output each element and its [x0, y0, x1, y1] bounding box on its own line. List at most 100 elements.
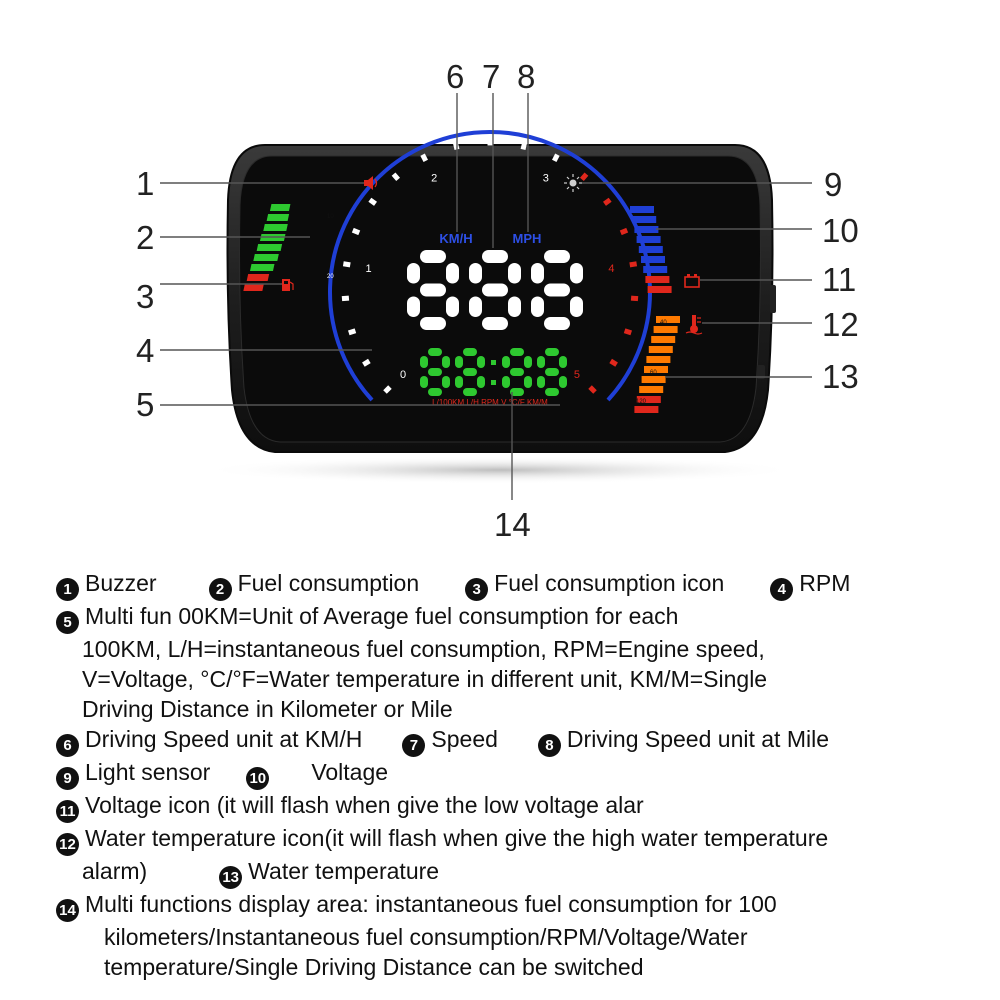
voltage-bar-segment [641, 256, 665, 263]
rpm-tick-label: 2 [431, 172, 437, 184]
callout-11: 11 [822, 261, 856, 298]
temp-bar-segment [646, 356, 671, 363]
digit-segment [420, 317, 446, 330]
rpm-tick [351, 227, 361, 236]
rpm-tick [420, 153, 428, 163]
colon-dot [491, 380, 496, 385]
rpm-tick [368, 197, 377, 206]
digit-segment [510, 388, 524, 396]
voltage-bar-segment [630, 206, 654, 213]
legend-fuel-consumption: Fuel consumption [237, 570, 420, 596]
voltage-bar-segment [638, 246, 663, 253]
temp-bar-segment [644, 366, 668, 373]
fuel-bar-segment [256, 244, 283, 251]
digit-segment [455, 376, 463, 388]
digit-segment [531, 296, 544, 317]
voltage-bar-graph [630, 206, 672, 293]
device-shadow [200, 456, 800, 484]
digit-segment [482, 283, 508, 297]
side-button [770, 285, 776, 313]
digit-segment [428, 348, 442, 356]
temp-bar-label: 40 [660, 320, 667, 326]
digit-segment [524, 376, 532, 388]
voltage-bar-segment [643, 266, 668, 273]
callout-1: 1 [136, 165, 154, 202]
temp-bar-segment [653, 326, 678, 333]
temp-bar-segment [651, 336, 676, 343]
callout-14: 14 [494, 506, 531, 543]
digit-segment [482, 317, 508, 330]
legend-row-3: 100KM, L/H=instantaneous fuel consumptio… [82, 636, 765, 662]
rpm-tick [629, 261, 638, 268]
legend-kmh: Driving Speed unit at KM/H [85, 726, 363, 752]
rpm-tick [391, 172, 401, 182]
digit-segment [428, 388, 442, 396]
temp-bar-label: 120 [636, 399, 647, 405]
water-temperature-icon [685, 315, 703, 335]
digit-segment [407, 263, 420, 284]
callout-4: 4 [136, 332, 154, 369]
bullet-10: 10 [246, 767, 270, 790]
rpm-tick-label: 3 [543, 172, 549, 184]
digit-segment [428, 368, 442, 376]
temp-bar-segment [639, 386, 664, 393]
digit-segment [469, 263, 482, 284]
callout-9: 9 [824, 166, 842, 203]
callout-10: 10 [822, 212, 859, 249]
fuel-bar-segment [243, 284, 264, 291]
digit-segment [537, 376, 545, 388]
digit-segment [455, 356, 463, 368]
legend-buzzer: Buzzer [85, 570, 157, 596]
callout-12: 12 [822, 306, 859, 343]
voltage-bar-segment [632, 216, 657, 223]
unit-kmh-label: KM/H [439, 231, 472, 246]
digit-segment [508, 263, 521, 284]
digit-segment [544, 250, 570, 263]
callout-2: 2 [136, 219, 154, 256]
legend-light-sensor: Light sensor [85, 759, 211, 785]
colon-dot [491, 360, 496, 365]
temp-bar-segment [636, 396, 661, 403]
rpm-tick [552, 153, 560, 163]
fuel-bar-segment [246, 274, 270, 281]
fuel-bar-label: 20 [327, 274, 334, 280]
digit-segment [508, 296, 521, 317]
rpm-tick [341, 295, 350, 302]
bullet-6: 6 [56, 734, 79, 757]
legend-mph: Driving Speed unit at Mile [566, 726, 829, 752]
digit-segment [446, 263, 459, 284]
digit-segment [545, 348, 559, 356]
digit-segment [442, 356, 450, 368]
temp-bar-segment [648, 346, 673, 353]
legend-multi-functions: Multi functions display area: instantane… [85, 891, 777, 917]
legend-row-12: kilometers/Instantaneous fuel consumptio… [104, 924, 748, 950]
voltage-bar-segment [634, 226, 659, 233]
digit-segment [570, 263, 583, 284]
temp-bar-segment [656, 316, 680, 323]
rpm-tick [347, 328, 357, 336]
voltage-bar-segment [647, 286, 672, 293]
digit-segment [482, 250, 508, 263]
battery-icon [684, 274, 700, 288]
legend-row-13: temperature/Single Driving Distance can … [104, 954, 644, 980]
bullet-8: 8 [537, 734, 561, 757]
fuel-bar-segment [266, 214, 290, 221]
rpm-tick [452, 142, 460, 150]
bullet-13: 13 [219, 866, 243, 889]
rpm-tick-label: 1 [365, 263, 371, 275]
legend-voltage-icon: Voltage icon (it will flash when give th… [85, 792, 644, 818]
bullet-4: 4 [770, 578, 794, 601]
rpm-tick [603, 197, 612, 206]
digit-segment [502, 356, 510, 368]
multi-units-label: L/100KM L/H RPM V °C/F KM/M [432, 398, 548, 407]
rpm-tick [383, 385, 392, 394]
digit-segment [559, 356, 567, 368]
temp-bar-segment [641, 376, 666, 383]
rpm-tick [520, 142, 528, 150]
